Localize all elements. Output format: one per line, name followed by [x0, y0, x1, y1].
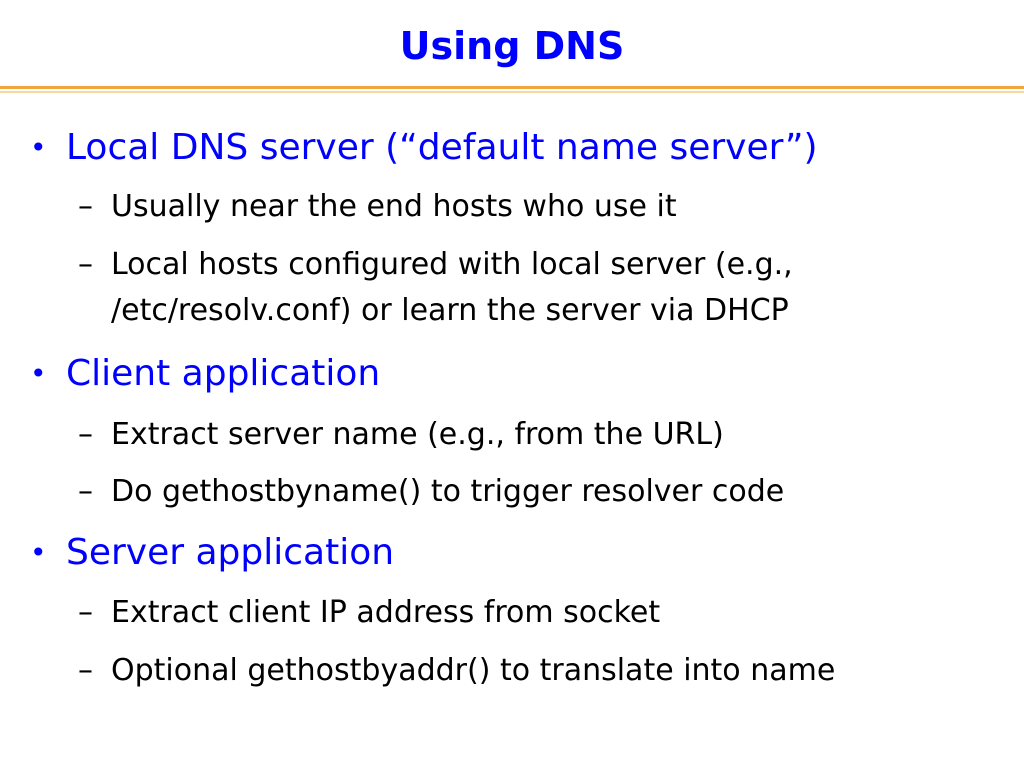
title-divider	[0, 86, 1024, 94]
bullet-text: Server application	[66, 532, 395, 573]
sub-item-text: Usually near the end hosts who use it	[111, 189, 677, 224]
sub-item-text: /etc/resolv.conf) or learn the server vi…	[111, 293, 789, 328]
slide-title: Using DNS	[399, 24, 625, 68]
divider-line-primary	[0, 86, 1024, 89]
sub-item-text: Extract server name (e.g., from the URL)	[111, 417, 724, 452]
dash-marker: –	[78, 417, 93, 452]
bullet-marker: •	[30, 131, 47, 164]
bullet-text: Local DNS server (“default name server”)	[66, 127, 818, 168]
bullet-marker: •	[30, 536, 47, 569]
dash-marker: –	[78, 247, 93, 282]
dash-marker: –	[78, 653, 93, 688]
sub-item-text: Optional gethostbyaddr() to translate in…	[111, 653, 836, 688]
dash-marker: –	[78, 474, 93, 509]
bullet-marker: •	[30, 357, 47, 390]
sub-item-text: Local hosts configured with local server…	[111, 247, 793, 282]
sub-item-text: Do gethostbyname() to trigger resolver c…	[111, 474, 785, 509]
dash-marker: –	[78, 189, 93, 224]
bullet-text: Client application	[66, 353, 381, 394]
divider-line-secondary	[0, 91, 1024, 93]
sub-item-text: Extract client IP address from socket	[111, 595, 661, 630]
dash-marker: –	[78, 595, 93, 630]
